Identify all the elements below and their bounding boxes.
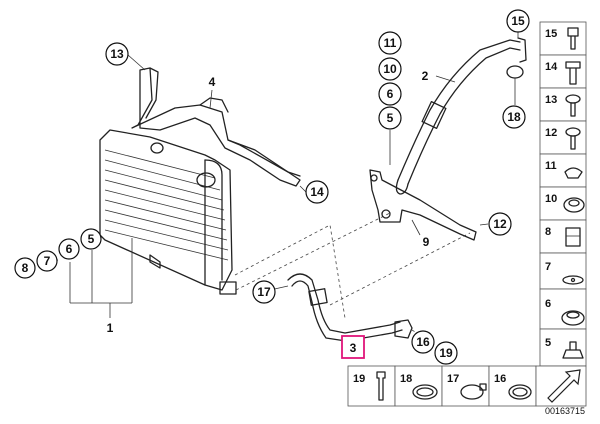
callout-19[interactable]: 19 <box>434 341 458 365</box>
connection-lines <box>234 212 471 336</box>
callout-5-left[interactable]: 5 <box>80 228 102 250</box>
table-cell-18[interactable]: 18 <box>394 365 443 407</box>
svg-text:8: 8 <box>22 261 29 275</box>
callout-6-left[interactable]: 6 <box>58 238 80 260</box>
callout-7[interactable]: 7 <box>36 250 58 272</box>
oil-cooler-line <box>269 273 413 342</box>
svg-text:4: 4 <box>209 75 216 89</box>
svg-text:6: 6 <box>66 242 73 256</box>
callout-14[interactable]: 14 <box>305 180 329 204</box>
table-cell-5[interactable]: 5 <box>539 328 587 367</box>
callout-13[interactable]: 13 <box>105 42 129 66</box>
svg-text:8: 8 <box>545 226 551 238</box>
svg-text:18: 18 <box>400 373 412 385</box>
svg-text:9: 9 <box>423 235 430 249</box>
svg-text:15: 15 <box>511 14 525 28</box>
svg-text:11: 11 <box>545 160 557 172</box>
svg-text:12: 12 <box>493 217 507 231</box>
direction-arrow-icon <box>547 369 581 403</box>
arrow-cell <box>535 365 587 407</box>
table-cell-14[interactable]: 14 <box>539 54 587 89</box>
oil-cooler-radiator <box>99 67 301 295</box>
svg-text:12: 12 <box>545 127 557 139</box>
callout-4[interactable]: 4 <box>209 75 216 89</box>
table-cell-19[interactable]: 19 <box>347 365 396 407</box>
svg-text:17: 17 <box>257 285 271 299</box>
svg-text:17: 17 <box>447 373 459 385</box>
callout-15[interactable]: 15 <box>506 9 530 33</box>
svg-text:10: 10 <box>383 62 397 76</box>
svg-text:5: 5 <box>387 111 394 125</box>
table-cell-10[interactable]: 10 <box>539 186 587 221</box>
svg-text:19: 19 <box>353 373 365 385</box>
leader-lines-right <box>389 30 519 236</box>
svg-text:15: 15 <box>545 28 557 40</box>
table-cell-12[interactable]: 12 <box>539 120 587 155</box>
bracket-9 <box>369 169 477 241</box>
svg-text:7: 7 <box>44 254 51 268</box>
svg-text:6: 6 <box>545 298 551 310</box>
callout-11[interactable]: 11 <box>378 31 402 55</box>
svg-text:2: 2 <box>422 69 429 83</box>
table-cell-13[interactable]: 13 <box>539 87 587 122</box>
table-cell-11[interactable]: 11 <box>539 153 587 188</box>
svg-text:19: 19 <box>439 346 453 360</box>
leader-lines-left <box>47 54 307 318</box>
svg-text:18: 18 <box>507 110 521 124</box>
side-parts-table: 15 14 13 12 11 <box>539 21 587 367</box>
svg-text:1: 1 <box>107 321 114 335</box>
svg-text:16: 16 <box>416 335 430 349</box>
callout-1[interactable]: 1 <box>107 321 114 335</box>
callout-9[interactable]: 9 <box>423 235 430 249</box>
table-cell-8[interactable]: 8 <box>539 219 587 254</box>
svg-text:10: 10 <box>545 193 557 205</box>
callout-6-right[interactable]: 6 <box>378 82 402 106</box>
svg-text:14: 14 <box>545 61 558 73</box>
svg-text:13: 13 <box>110 47 124 61</box>
svg-text:11: 11 <box>384 36 397 50</box>
svg-text:14: 14 <box>310 185 324 199</box>
callout-10[interactable]: 10 <box>378 57 402 81</box>
svg-text:7: 7 <box>545 261 551 273</box>
callout-2[interactable]: 2 <box>422 69 429 83</box>
table-cell-16[interactable]: 16 <box>488 365 537 407</box>
callout-12[interactable]: 12 <box>488 212 512 236</box>
callout-18[interactable]: 18 <box>502 105 526 129</box>
svg-text:16: 16 <box>494 373 506 385</box>
callout-17[interactable]: 17 <box>252 280 276 304</box>
callout-8[interactable]: 8 <box>14 257 36 279</box>
table-cell-17[interactable]: 17 <box>441 365 490 407</box>
callout-5-right[interactable]: 5 <box>378 106 402 130</box>
table-cell-6[interactable]: 6 <box>539 288 587 330</box>
svg-text:5: 5 <box>545 337 551 349</box>
svg-text:13: 13 <box>545 94 557 106</box>
svg-text:6: 6 <box>387 87 394 101</box>
svg-text:5: 5 <box>88 232 95 246</box>
bottom-parts-table: 19 18 17 16 <box>347 365 587 407</box>
table-cell-15[interactable]: 15 <box>539 21 587 56</box>
callout-3-highlighted[interactable]: 3 <box>341 335 365 359</box>
callout-16[interactable]: 16 <box>411 330 435 354</box>
document-number: 00163715 <box>545 406 585 416</box>
svg-text:3: 3 <box>350 341 357 355</box>
table-cell-7[interactable]: 7 <box>539 252 587 290</box>
